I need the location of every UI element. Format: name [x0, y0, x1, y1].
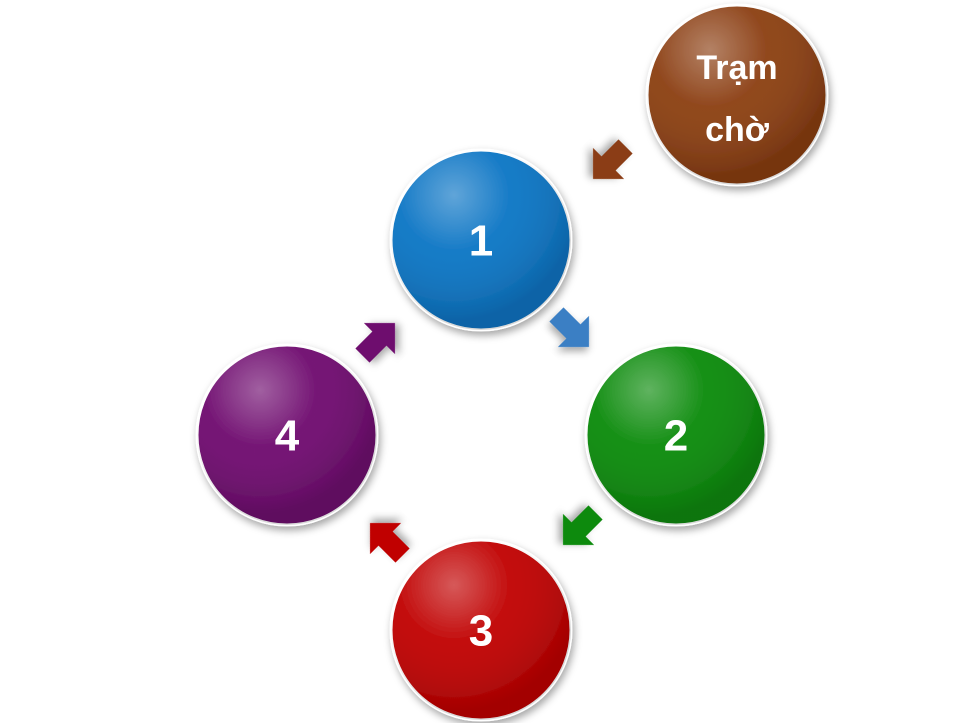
step-4-node — [195, 343, 379, 527]
waiting-station-node — [645, 3, 829, 187]
step-3-node — [389, 538, 573, 722]
arrow-step-4-to-step-1 — [346, 307, 411, 372]
step-4-label: 4 — [275, 412, 300, 461]
arrow-step-3-to-step-4 — [354, 507, 419, 572]
waiting-station-line2: chờ — [705, 111, 770, 149]
waiting-station-line1: Trạm — [696, 49, 777, 87]
arrow-step-1-to-step-2 — [540, 298, 605, 363]
step-1-label: 1 — [469, 217, 493, 266]
arrow-step-2-to-step-3 — [547, 496, 612, 561]
arrow-waiting-to-step-1 — [577, 130, 642, 195]
step-3-label: 3 — [469, 607, 493, 656]
step-2-label: 2 — [664, 412, 688, 461]
step-2-node — [584, 343, 768, 527]
step-1-node — [389, 148, 573, 332]
